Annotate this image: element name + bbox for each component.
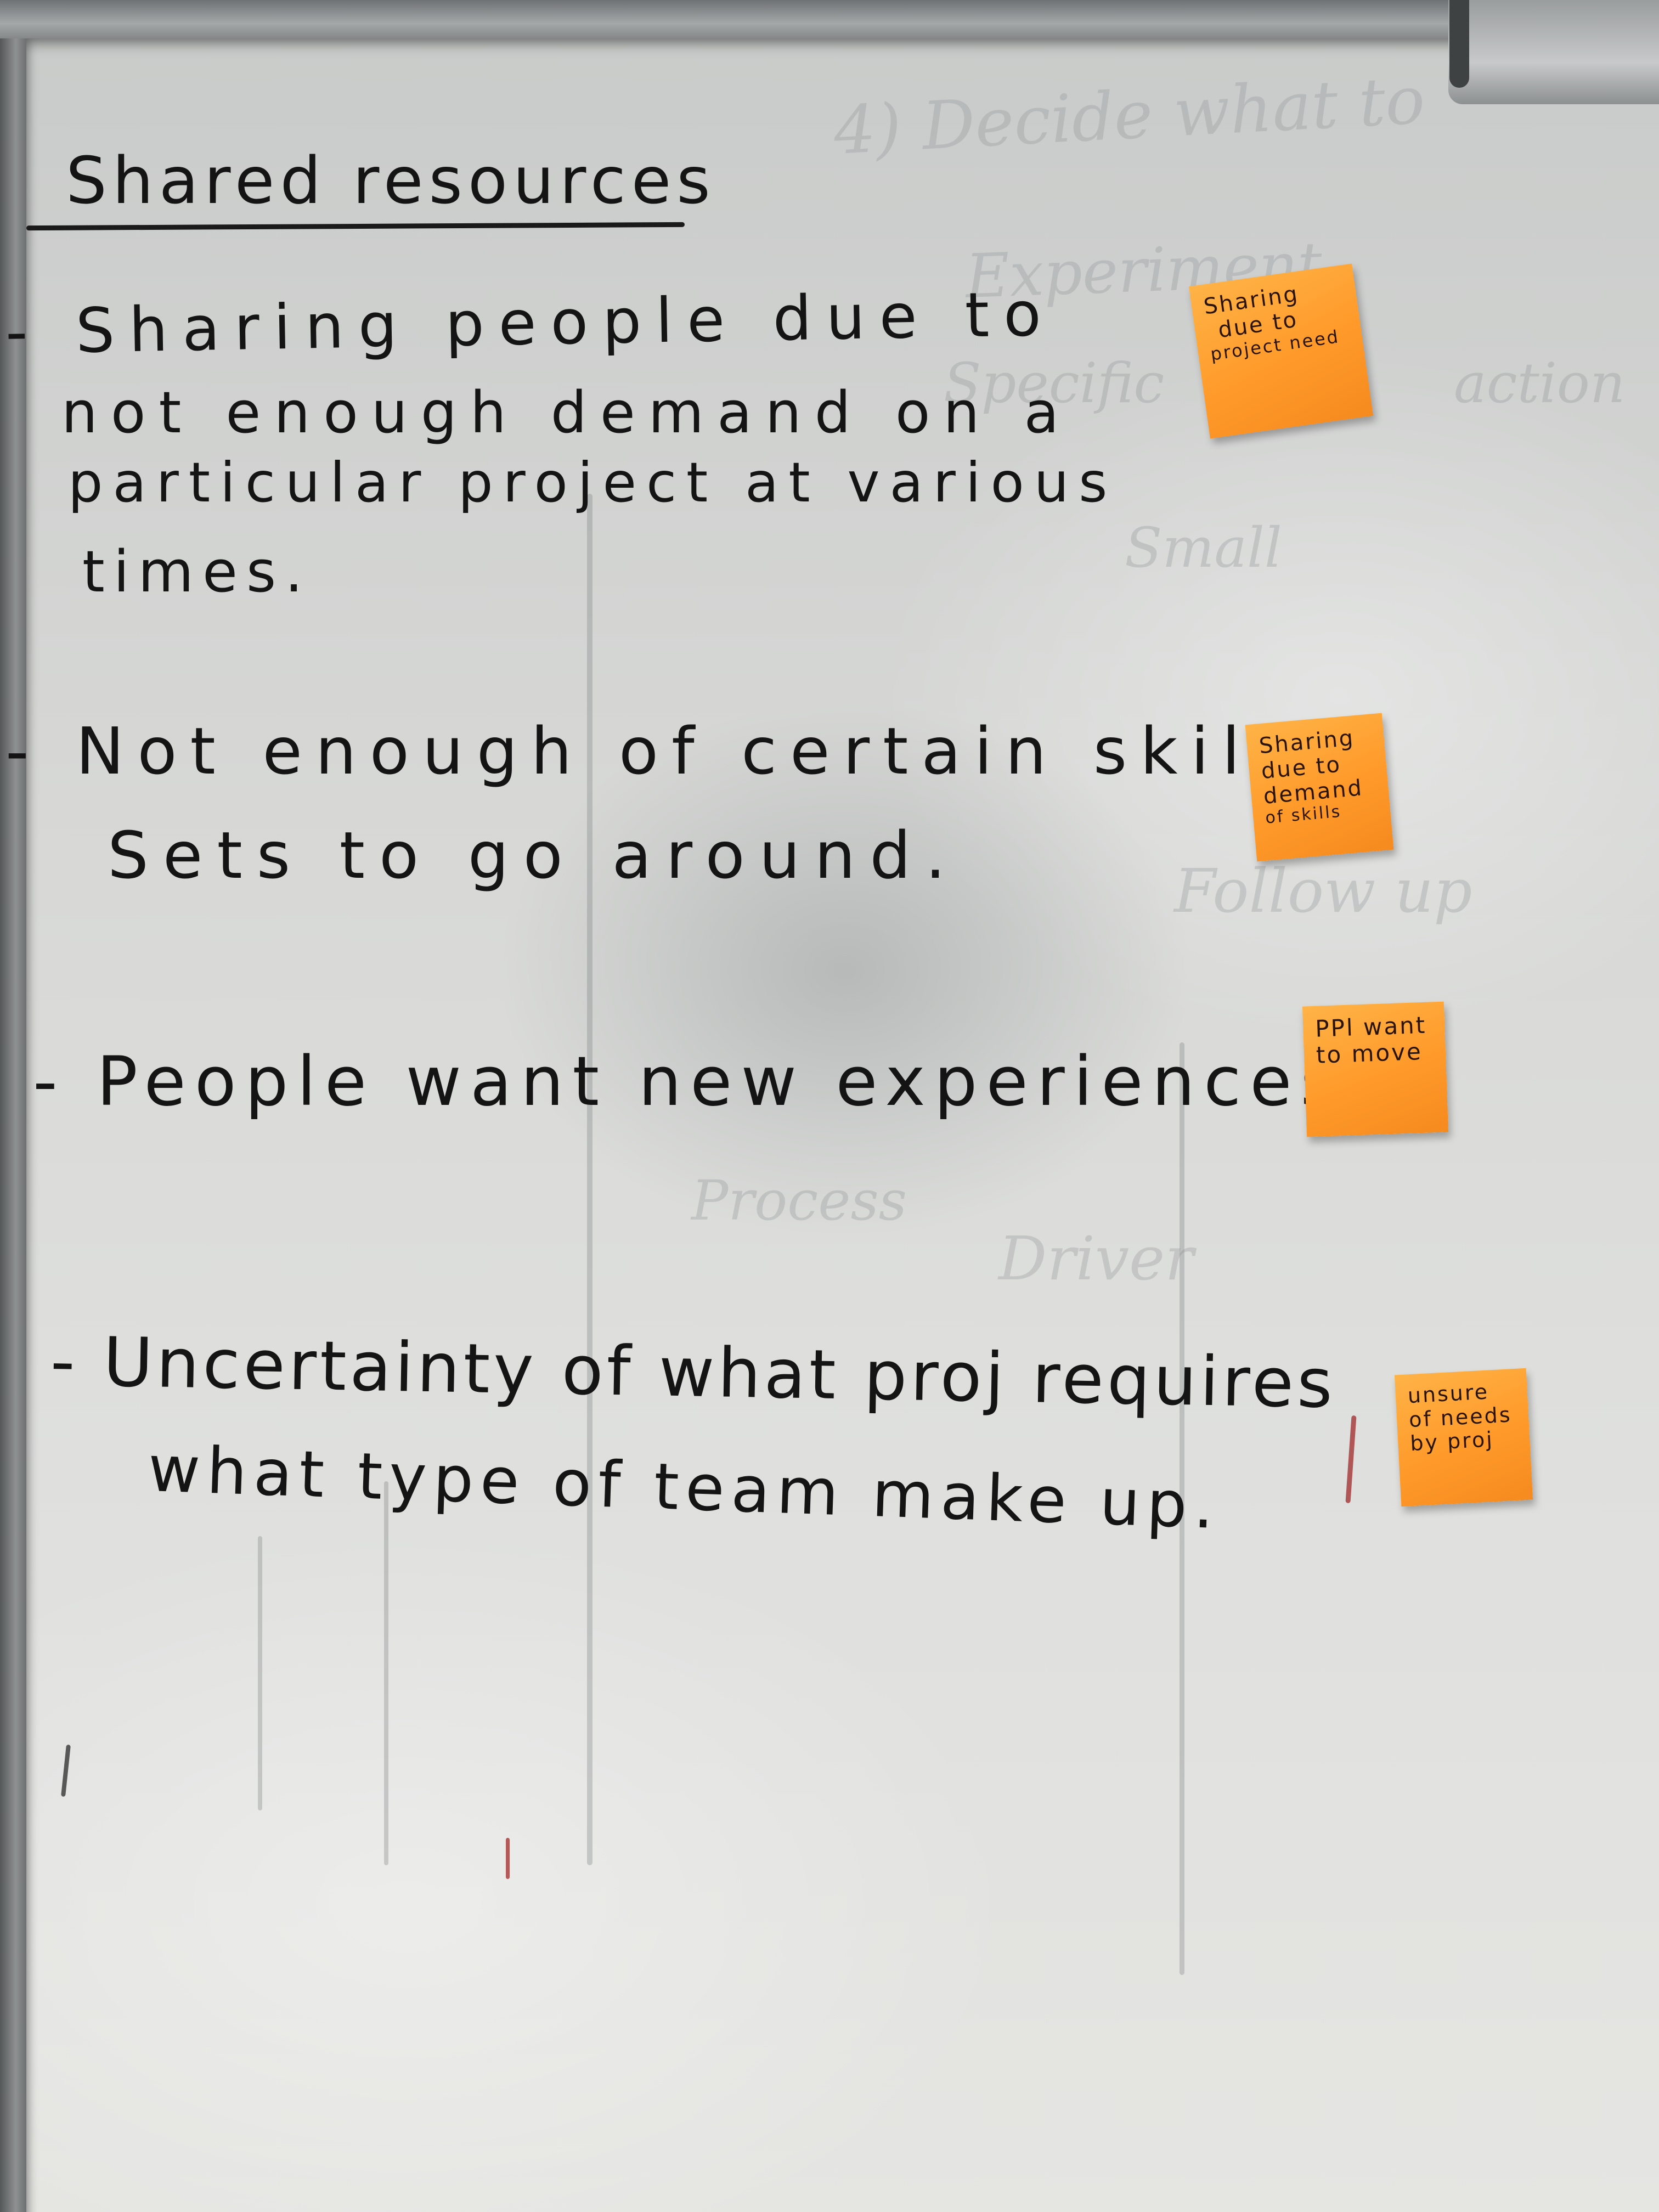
- bracket-end-cap: [1449, 0, 1469, 88]
- whiteboard-left-frame: [0, 38, 26, 2212]
- erased-writing: action: [1454, 351, 1626, 415]
- erased-writing: Driver: [998, 1223, 1194, 1294]
- sticky-note-3-line-1: PPl want: [1314, 1011, 1427, 1042]
- erased-writing: Process: [691, 1169, 907, 1233]
- sticky-note-1[interactable]: Sharing due to project need: [1188, 263, 1374, 439]
- whiteboard-mount-bracket: [1448, 0, 1659, 104]
- item-4-line-1: - Uncertainty of what proj requires: [49, 1322, 1337, 1424]
- sticky-note-2[interactable]: Sharing due to demand of skills: [1245, 713, 1394, 862]
- whiteboard-top-tray: [0, 0, 1659, 43]
- sticky-note-3-line-2: to move: [1316, 1038, 1423, 1069]
- item-2-line-2: Sets to go around.: [108, 817, 960, 893]
- item-1-line-3: particular project at various: [68, 450, 1118, 515]
- sticky-note-4-line-3: by proj: [1409, 1427, 1494, 1456]
- erased-writing: Follow up: [1174, 856, 1472, 926]
- item-2-line-1: - Not enough of certain skill: [5, 713, 1284, 789]
- erased-vertical-line: [384, 1481, 388, 1865]
- board-heading: Shared resources: [66, 143, 716, 218]
- item-1-line-4: times.: [82, 538, 312, 605]
- red-marker-mark: [506, 1838, 510, 1879]
- sticky-note-3[interactable]: PPl want to move: [1302, 1001, 1449, 1137]
- item-1-line-1: - Sharing people due to: [4, 278, 1056, 368]
- item-3-line-1: - People want new experiences.: [33, 1042, 1375, 1121]
- erased-writing: Specific: [944, 351, 1165, 415]
- erased-vertical-line: [258, 1536, 262, 1810]
- sticky-note-4[interactable]: unsure of needs by proj: [1394, 1368, 1533, 1507]
- erased-vertical-line: [587, 494, 592, 1865]
- item-1-line-2: not enough demand on a: [61, 379, 1073, 446]
- erased-writing: Small: [1125, 516, 1282, 580]
- erased-vertical-line: [1180, 1042, 1184, 1975]
